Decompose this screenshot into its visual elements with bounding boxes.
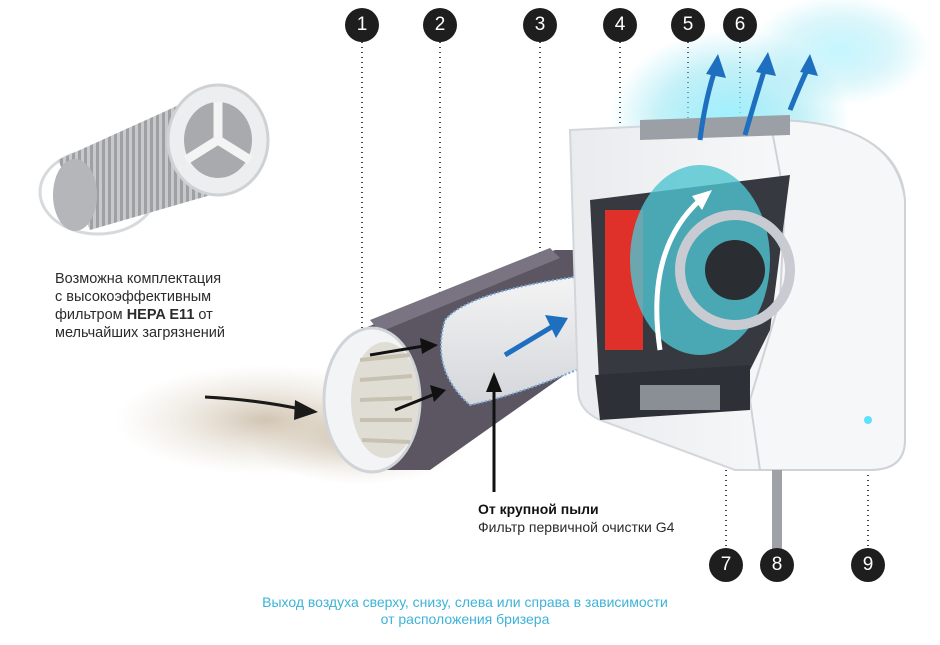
marker-8: 8 xyxy=(760,548,794,582)
air-outlet-caption-line-2: от расположения бризера xyxy=(380,611,550,627)
hepa-filter-cartridge-icon xyxy=(38,83,270,236)
marker-1: 1 xyxy=(345,8,379,42)
g4-filter-note: От крупной пыли Фильтр первичной очистки… xyxy=(478,500,674,536)
intake-arrow-icon xyxy=(204,395,318,420)
hepa-option-note: Возможна комплектация с высокоэффективны… xyxy=(55,270,255,342)
air-outlet-caption-line-1: Выход воздуха сверху, снизу, слева или с… xyxy=(262,594,668,610)
marker-3: 3 xyxy=(523,8,557,42)
hepa-note-line-3-suffix: от xyxy=(194,307,213,323)
hepa-note-line-4: мельчайших загрязнений xyxy=(55,325,226,341)
marker-4: 4 xyxy=(603,8,637,42)
marker-2: 2 xyxy=(423,8,457,42)
g4-note-subtitle: Фильтр первичной очистки G4 xyxy=(478,519,675,535)
marker-5: 5 xyxy=(671,8,705,42)
hepa-note-line-3-prefix: фильтром xyxy=(55,307,127,323)
marker-9: 9 xyxy=(851,548,885,582)
g4-note-title: От крупной пыли xyxy=(478,501,599,517)
air-outlet-caption: Выход воздуха сверху, снизу, слева или с… xyxy=(200,594,730,628)
hepa-note-line-2: с высокоэффективным xyxy=(55,289,212,305)
status-led-icon xyxy=(864,416,872,424)
marker-7: 7 xyxy=(709,548,743,582)
hepa-note-filter-class: HEPA E11 xyxy=(126,307,195,323)
hepa-note-line-1: Возможна комплектация xyxy=(55,271,222,287)
marker-6: 6 xyxy=(723,8,757,42)
